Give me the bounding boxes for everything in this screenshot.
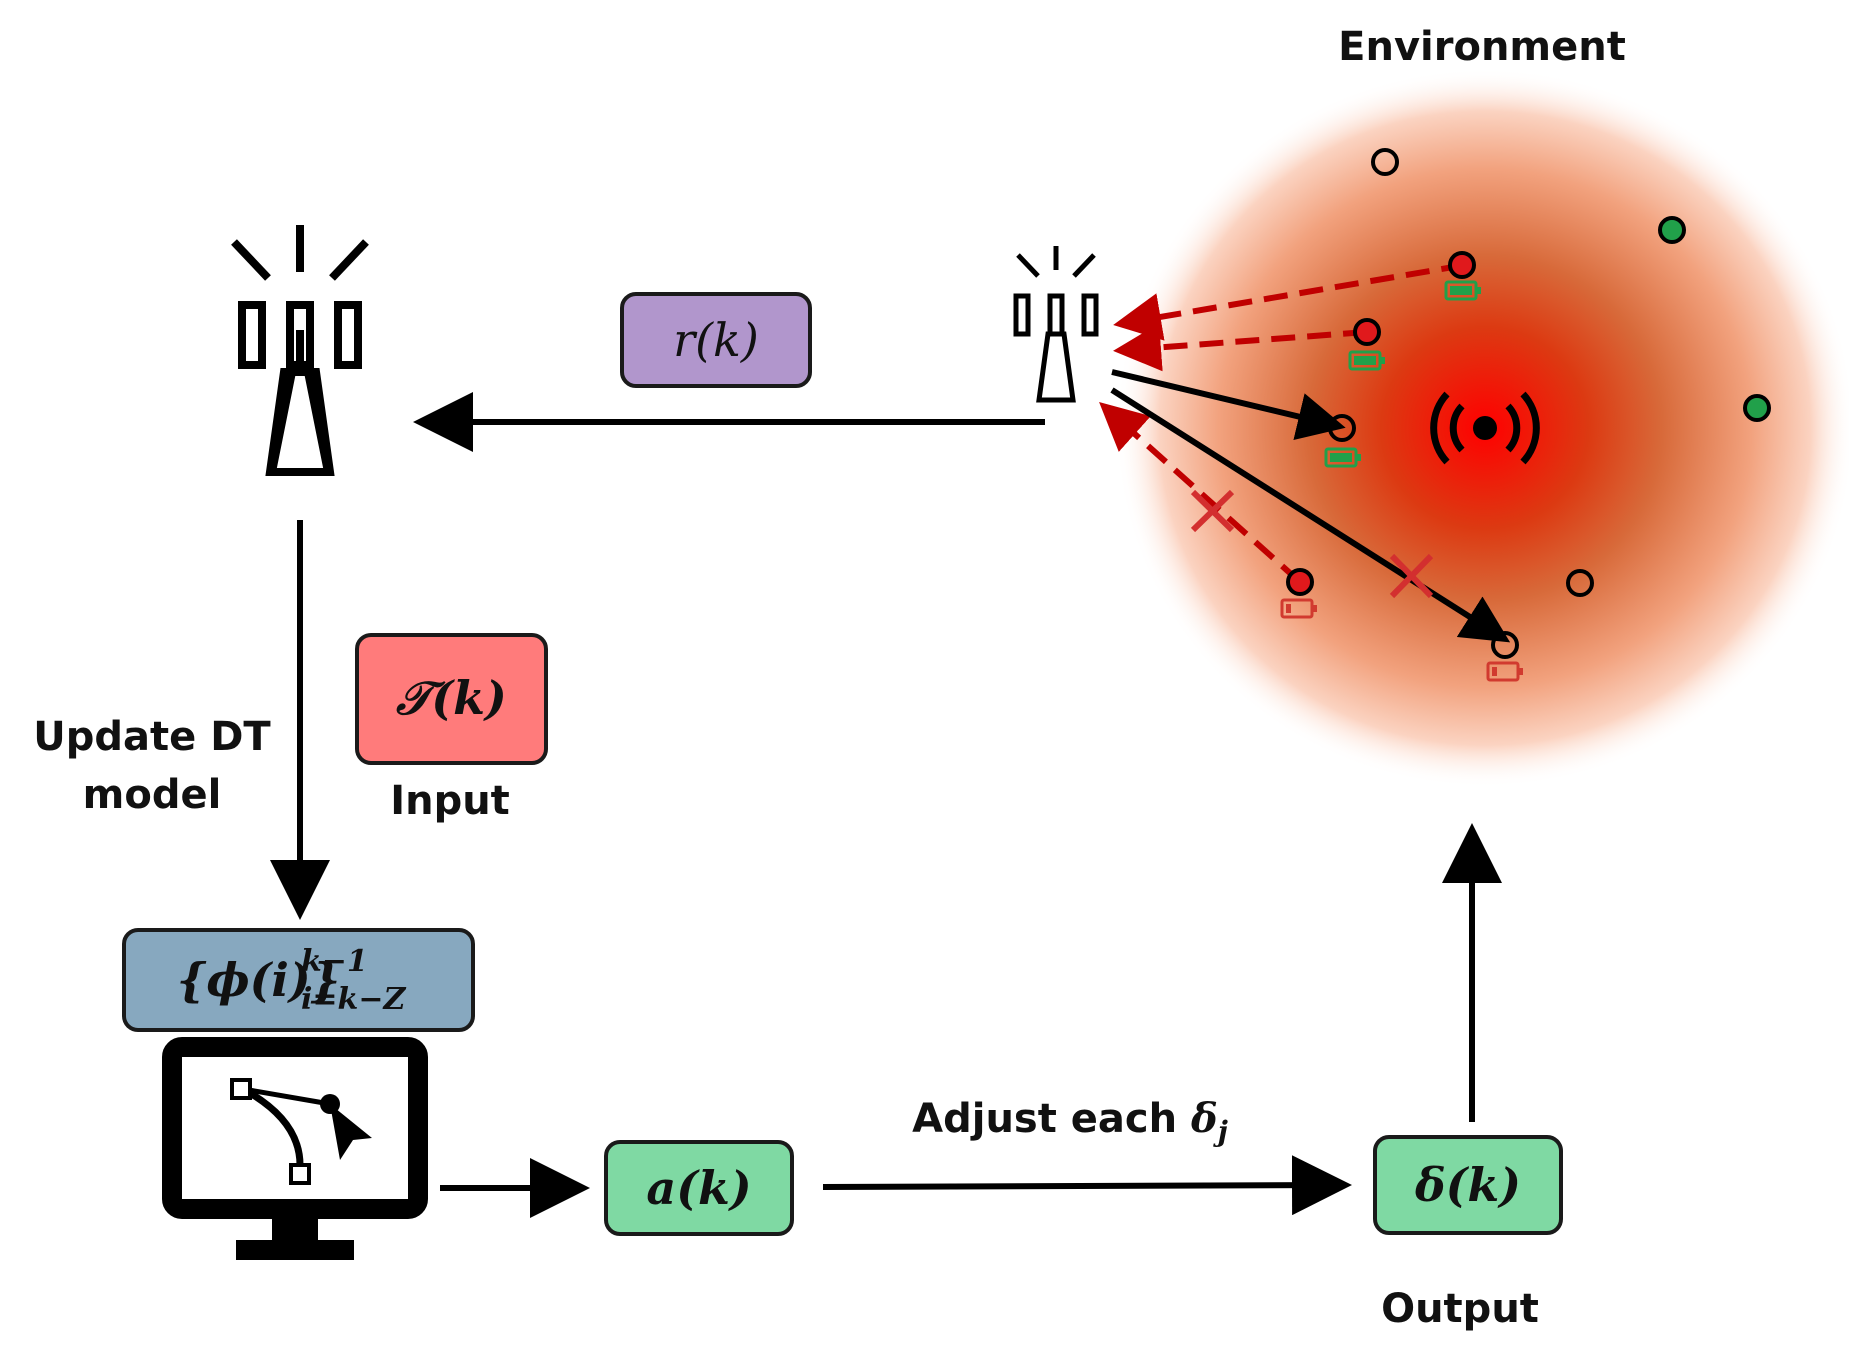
tower-icon	[231, 225, 369, 476]
action-symbol: a(k)	[646, 1161, 752, 1215]
input-label: Input	[390, 778, 510, 824]
dashed-arrow-2	[1113, 323, 1368, 372]
node-red	[1286, 568, 1314, 596]
cross-icon	[1190, 489, 1235, 533]
node-green	[1743, 394, 1771, 422]
environment-title: Environment	[1338, 24, 1626, 70]
node-red	[1353, 318, 1381, 346]
downlink-arrow-2	[1110, 387, 1511, 643]
node-green	[1658, 216, 1686, 244]
node-idle	[1371, 148, 1399, 176]
report-symbol: r(k)	[673, 313, 759, 367]
battery-icon	[1486, 661, 1523, 682]
node-idle	[1328, 414, 1356, 442]
delta-box: δ(k)	[1373, 1135, 1563, 1235]
history-box: {ϕ(i)} k−1 i=k−Z	[122, 928, 475, 1032]
cross-icon	[1389, 553, 1434, 599]
battery-icon	[1348, 350, 1385, 371]
monitor-editor-icon	[162, 1037, 428, 1260]
adjust-symbol: δ	[1191, 1095, 1218, 1142]
battery-icon	[1444, 280, 1481, 301]
dashed-arrow-3	[1099, 401, 1303, 585]
arrow-to-delta	[822, 1155, 1352, 1216]
threshold-symbol: 𝒯(k)	[396, 671, 507, 725]
update-dt-line-2: model	[82, 772, 222, 818]
action-box: a(k)	[604, 1140, 794, 1236]
report-box: r(k)	[620, 292, 812, 388]
node-idle	[1491, 631, 1519, 659]
battery-icon	[1324, 447, 1361, 468]
downlink-arrow-1	[1111, 369, 1346, 440]
history-superscript: k−1	[301, 944, 368, 979]
threshold-box: 𝒯(k)	[355, 633, 548, 765]
small-tower-icon	[1013, 246, 1099, 403]
adjust-label: Adjust each δj	[860, 1090, 1280, 1161]
history-subscript: i=k−Z	[301, 982, 406, 1017]
adjust-text: Adjust each	[912, 1096, 1192, 1142]
node-red	[1448, 251, 1476, 279]
battery-icon	[1280, 598, 1317, 619]
dashed-arrow-1	[1113, 262, 1466, 341]
update-dt-line-1: Update DT	[33, 714, 271, 760]
broadcast-icon	[1430, 391, 1540, 465]
output-label: Output	[1381, 1286, 1539, 1332]
history-symbol: {ϕ(i)}	[176, 953, 341, 1007]
update-dt-label: Update DT model	[22, 708, 282, 824]
adjust-subscript: j	[1217, 1115, 1228, 1148]
delta-symbol: δ(k)	[1414, 1158, 1522, 1212]
node-idle	[1566, 569, 1594, 597]
